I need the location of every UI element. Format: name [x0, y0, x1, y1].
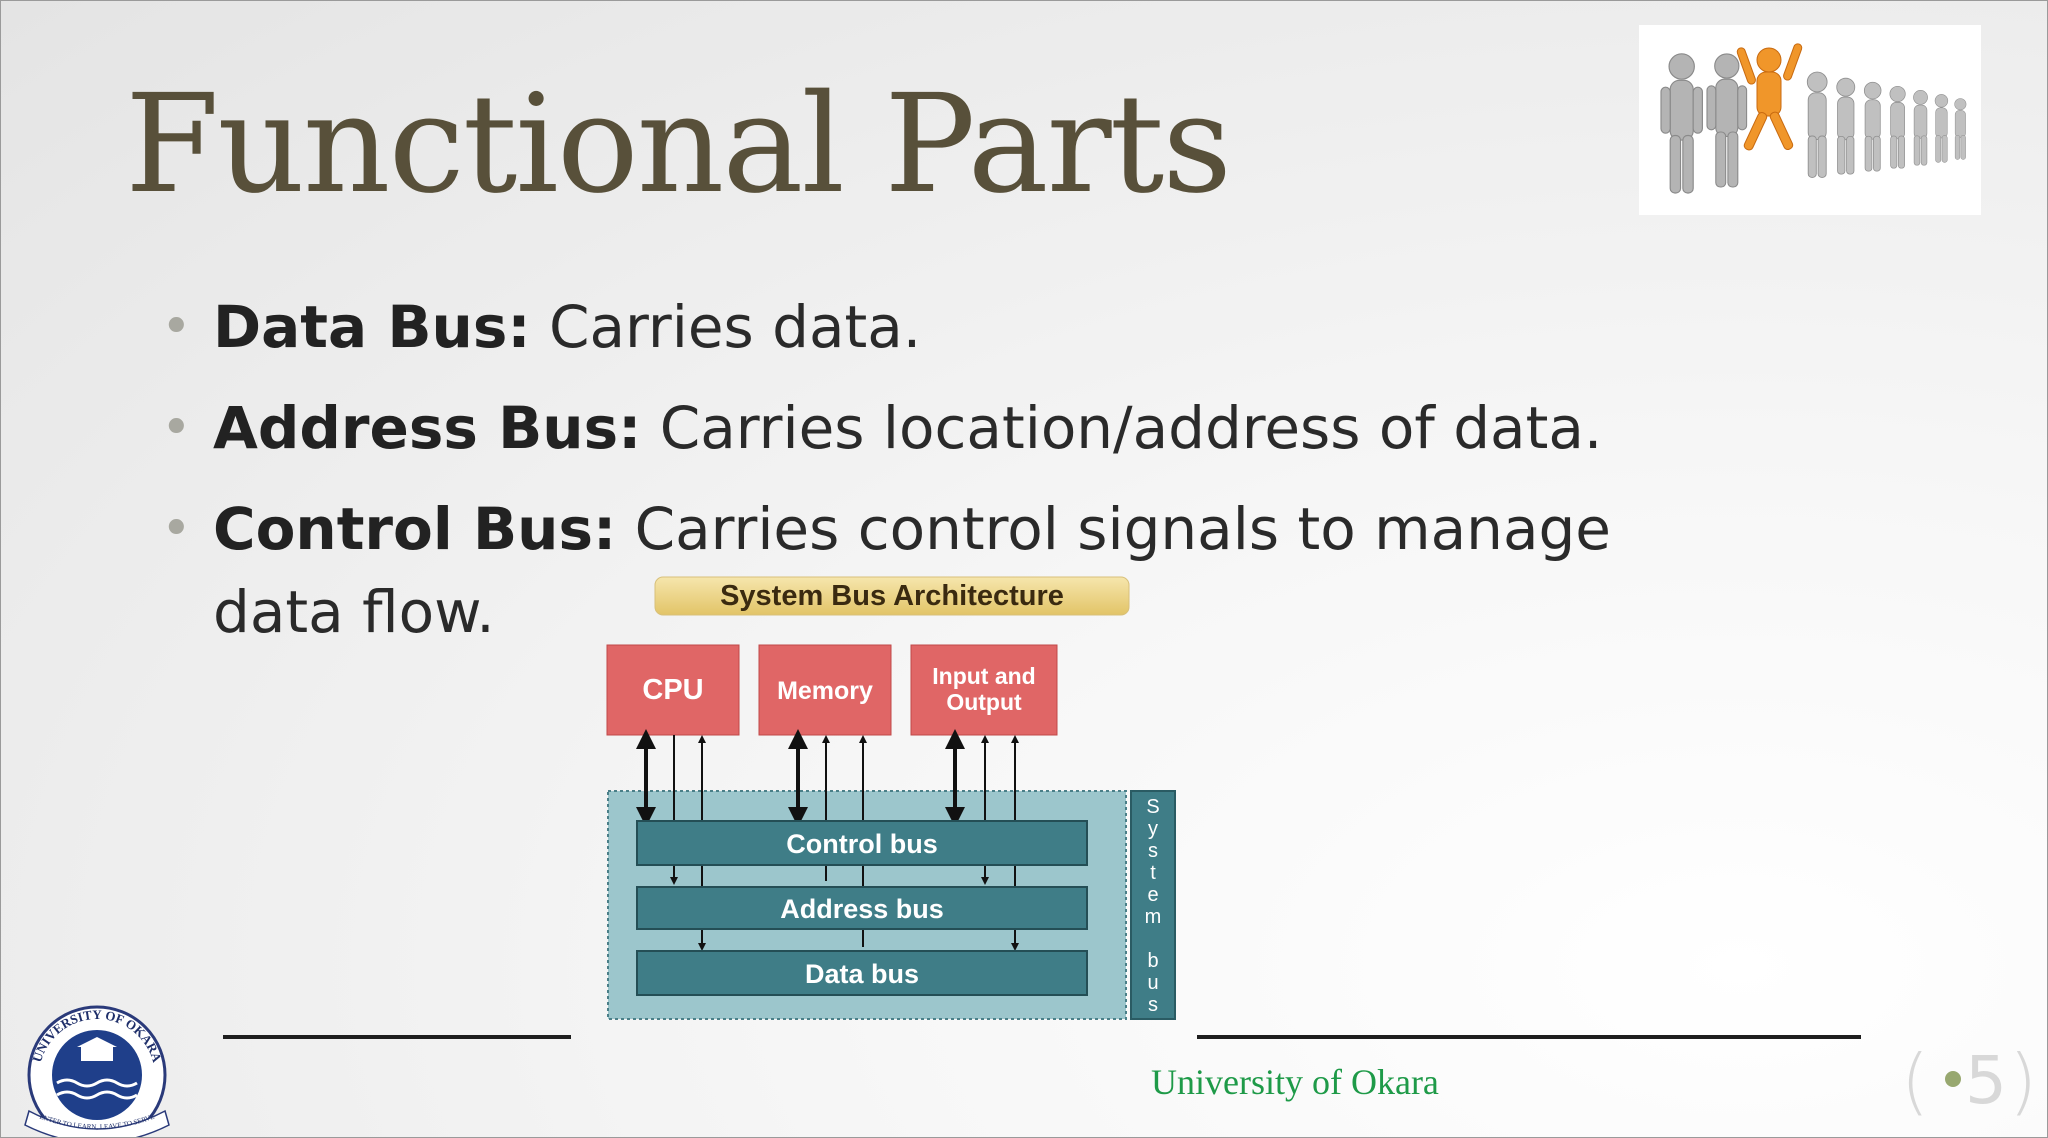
control-bus-label: Control bus [786, 829, 937, 859]
diagram-title-box [654, 576, 1130, 616]
system-bus-letter: b [1147, 950, 1158, 972]
bullet-data-bus: • Data Bus: Carries data. [161, 286, 1721, 369]
address-bus-bar [636, 886, 1088, 930]
footer-rule-left [223, 1035, 571, 1039]
bullet-address-bus: • Address Bus: Carries location/address o… [161, 387, 1721, 470]
page-bracket-left: ( [1901, 1039, 1930, 1123]
people-illustration [1639, 25, 1981, 215]
system-bus-letter: t [1150, 862, 1156, 884]
system-bus-letter: u [1147, 972, 1158, 994]
system-bus-letter: s [1148, 994, 1158, 1016]
address-bus-label: Address bus [780, 894, 944, 924]
io-label-line1: Input and [932, 663, 1035, 689]
page-number: ( 5 ) [1901, 1041, 2041, 1121]
io-label-line2: Output [946, 689, 1022, 715]
page-number-value: 5 [1965, 1042, 2007, 1119]
system-bus-letter: e [1147, 884, 1158, 906]
cpu-label: CPU [642, 674, 703, 706]
system-bus-letter: y [1148, 818, 1158, 840]
diagram-title: System Bus Architecture [720, 580, 1064, 612]
bullet-dot-icon: • [161, 499, 192, 559]
bullet-text: Carries location/address of data. [641, 394, 1603, 462]
system-bus-letter: S [1146, 796, 1159, 818]
footer-text: University of Okara [1151, 1062, 1439, 1102]
io-box [910, 644, 1058, 736]
bullet-list: • Data Bus: Carries data. • Address Bus: C… [161, 286, 1721, 672]
memory-box [758, 644, 892, 736]
data-bus-bar [636, 950, 1088, 996]
bullet-term: Data Bus: [213, 293, 531, 361]
bullet-control-bus: • Control Bus: Carries control signals to… [161, 488, 1721, 654]
system-bus-letter: s [1148, 840, 1158, 862]
system-bus-label-box [1130, 790, 1176, 1020]
data-bus-label: Data bus [805, 959, 919, 989]
page-dot-icon [1945, 1071, 1961, 1087]
bullet-term: Control Bus: [213, 495, 617, 563]
slide-title: Functional Parts [125, 66, 1232, 224]
memory-label: Memory [777, 677, 873, 705]
bullet-dot-icon: • [161, 398, 192, 458]
system-bus-letter: m [1145, 906, 1162, 928]
bullet-term: Address Bus: [213, 394, 642, 462]
page-bracket-right: ) [2009, 1039, 2038, 1123]
cpu-box [606, 644, 740, 736]
bullet-dot-icon: • [161, 297, 192, 357]
bullet-text: Carries data. [530, 293, 922, 361]
footer-rule-right [1197, 1035, 1861, 1039]
university-logo: UNIVERSITY OF OKARA ENTER TO LEARN, LEAV… [24, 1005, 170, 1137]
bullet-text: Carries control signals to manage data f… [213, 495, 1611, 646]
control-bus-bar [636, 820, 1088, 866]
system-bus-diagram: System Bus Architecture S y s t e m b u … [606, 576, 1176, 1020]
